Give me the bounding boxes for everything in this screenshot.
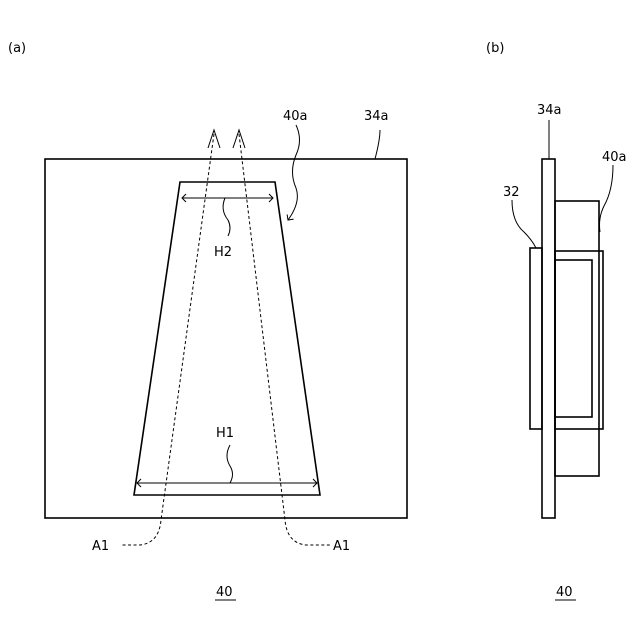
callout-h1: H1 — [216, 426, 234, 441]
leader-40a-side — [600, 165, 614, 232]
panel-b-label: (b) — [486, 41, 504, 56]
callout-34a: 34a — [364, 109, 389, 124]
leader-h1 — [227, 445, 233, 483]
leader-34a — [375, 130, 380, 159]
callout-40a: 40a — [283, 109, 308, 124]
plate-34a-side — [542, 159, 555, 518]
panel-b: (b) 34a 40a 32 40 — [486, 41, 627, 600]
callout-h2: H2 — [214, 245, 232, 260]
callout-34a-side: 34a — [537, 103, 562, 118]
arrow-head-left — [208, 130, 220, 148]
figure-number-a: 40 — [216, 585, 233, 600]
element-32 — [530, 248, 542, 429]
trapezoid-40a — [134, 182, 320, 495]
callout-40a-side: 40a — [602, 150, 627, 165]
element-40a-middle — [555, 251, 603, 429]
plate-34a — [45, 159, 407, 518]
element-40a-inner — [555, 260, 592, 417]
figure-number-b: 40 — [556, 585, 573, 600]
leader-40a — [288, 125, 300, 220]
callout-a1-left: A1 — [92, 539, 109, 554]
panel-a: (a) 34a 40a H2 H1 A1 A1 40 — [8, 41, 407, 600]
callout-32: 32 — [503, 185, 520, 200]
arrow-head-right — [233, 130, 245, 148]
leader-h2 — [223, 198, 230, 236]
leader-32 — [512, 200, 536, 248]
panel-a-label: (a) — [8, 41, 26, 56]
callout-a1-right: A1 — [333, 539, 350, 554]
